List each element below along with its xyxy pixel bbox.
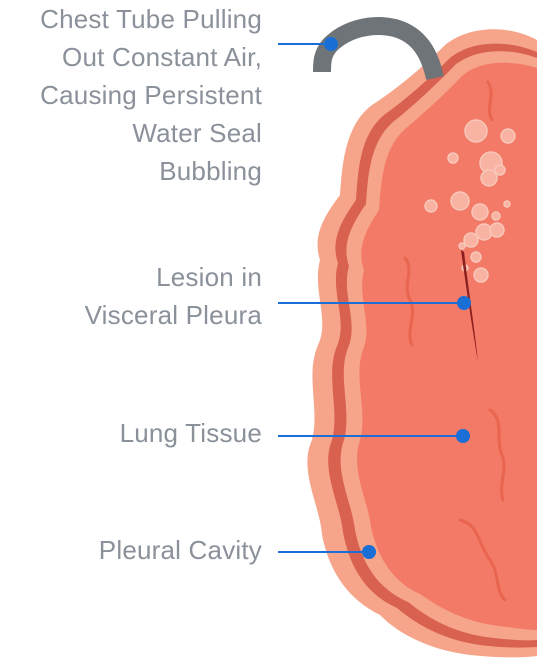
chest-tube — [313, 17, 444, 81]
label-lesion: Lesion in Visceral Pleura — [84, 262, 262, 330]
bubble — [489, 222, 505, 238]
leader-lines — [278, 37, 471, 559]
bubble — [424, 199, 438, 213]
tissue-contour-4 — [486, 80, 494, 122]
bubble — [503, 200, 511, 208]
leader-dot-pleural-cavity — [362, 545, 376, 559]
bubble — [464, 119, 488, 143]
tissue-contour-3 — [458, 518, 507, 602]
bubble — [450, 191, 470, 211]
bubble — [494, 164, 506, 176]
label-chest-tube: Chest Tube Pulling Out Constant Air, Cau… — [40, 4, 262, 186]
bubble — [500, 128, 516, 144]
bubble — [480, 169, 498, 187]
bubble — [458, 242, 466, 250]
bubble — [471, 203, 489, 221]
lung-tissue-body — [357, 62, 537, 630]
leader-dot-lung-tissue — [456, 429, 470, 443]
leader-dot-chest-tube — [324, 37, 338, 51]
label-lung-tissue: Lung Tissue — [119, 418, 262, 448]
bubble — [473, 267, 489, 283]
leader-dot-lesion — [457, 296, 471, 310]
bubble — [491, 211, 501, 221]
tissue-contour-1 — [403, 256, 415, 347]
air-bubbles — [424, 119, 516, 283]
bubble — [463, 232, 479, 248]
bubble — [470, 251, 482, 263]
tissue-contour-2 — [488, 408, 506, 502]
bubble — [447, 152, 459, 164]
label-pleural-cavity: Pleural Cavity — [98, 535, 262, 565]
